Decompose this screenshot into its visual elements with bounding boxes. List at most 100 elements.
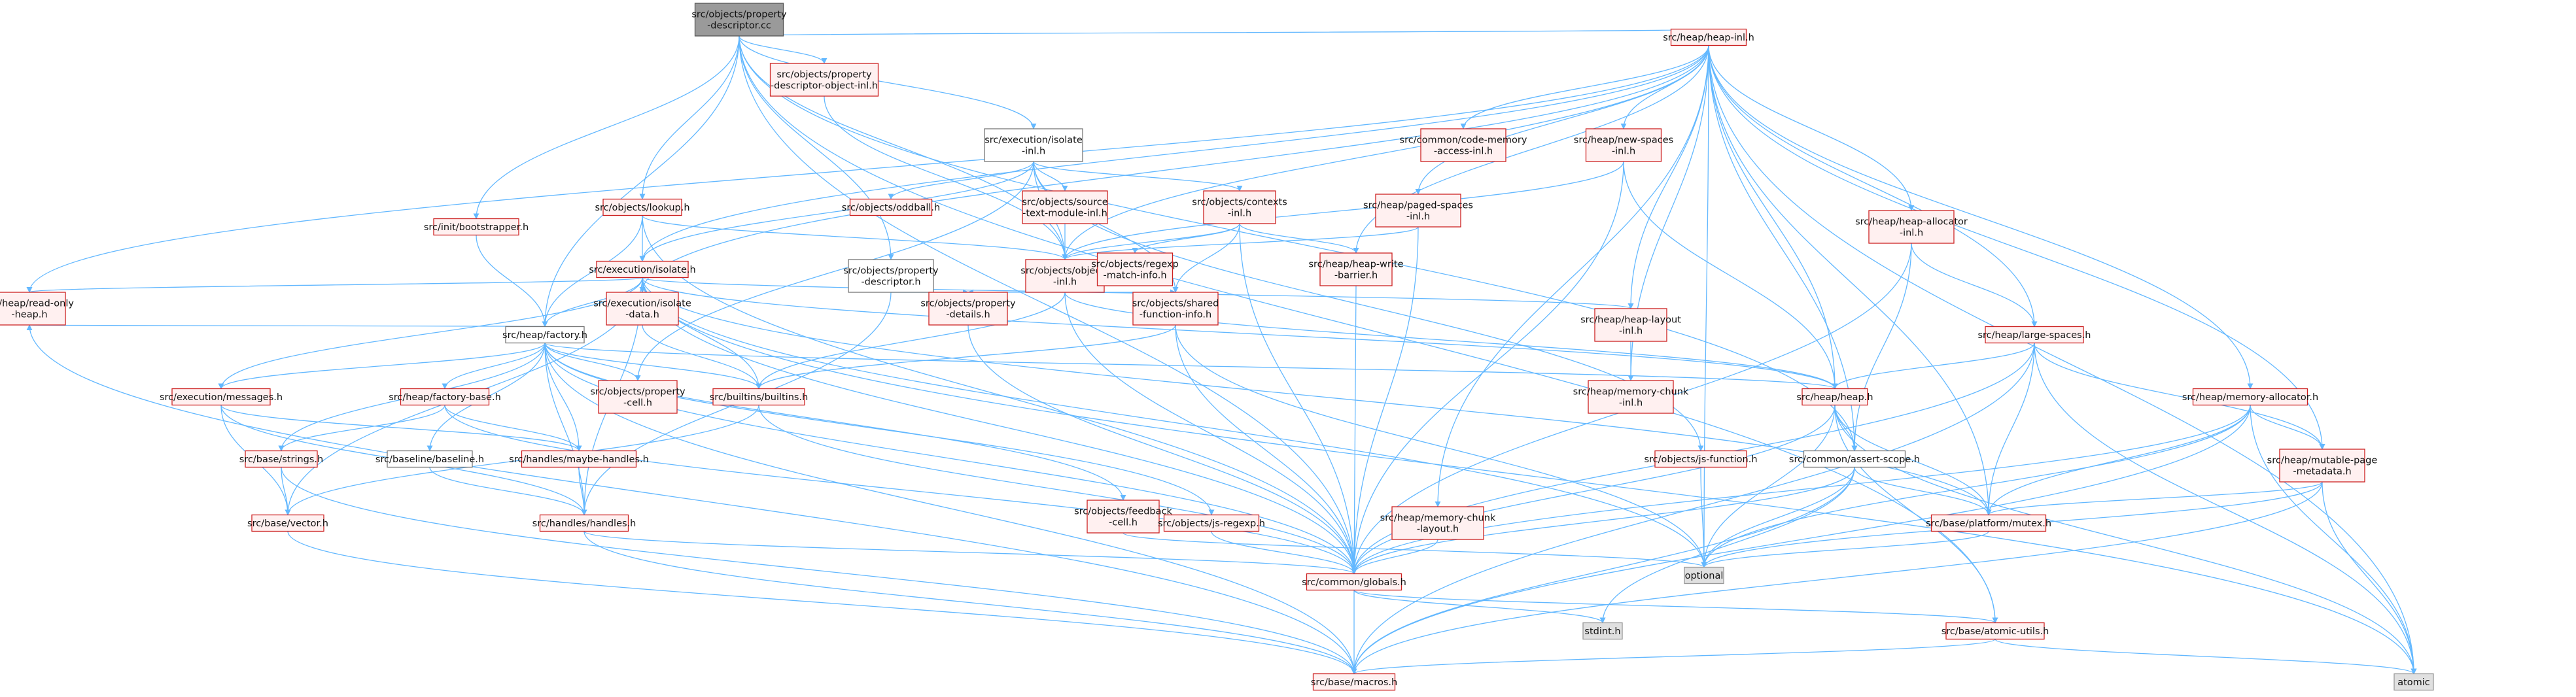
node-bootstrapper[interactable]: src/init/bootstrapper.h [424, 218, 529, 236]
edge-factorybase-to-strings [278, 405, 445, 452]
node-pdobjinl[interactable]: src/objects/property-descriptor-object-i… [769, 63, 879, 97]
edge-heapinl-to-halloc [1708, 45, 1915, 211]
node-label: src/heap/heap-inl.h [1663, 33, 1754, 43]
node-atomicutils[interactable]: src/base/atomic-utils.h [1941, 622, 2049, 640]
node-pdh[interactable]: src/objects/property-descriptor.h [843, 259, 939, 293]
edge-heapinl-to-newspaces [1620, 45, 1709, 129]
node-builtins[interactable]: src/builtins/builtins.h [710, 388, 809, 406]
node-rxmatch[interactable]: src/objects/regexp-match-info.h [1091, 252, 1179, 286]
node-messages[interactable]: src/execution/messages.h [160, 388, 283, 406]
edge-globals-to-stdint [1353, 589, 1606, 624]
node-factory[interactable]: src/heap/factory.h [502, 326, 587, 344]
node-pcell[interactable]: src/objects/property-cell.h [590, 380, 686, 414]
node-assertscope[interactable]: src/common/assert-scope.h [1789, 450, 1920, 468]
edge-halloc-to-largespaces [1911, 243, 2038, 328]
node-box [694, 3, 784, 37]
node-memalloc[interactable]: src/heap/memory-allocator.h [2182, 388, 2318, 406]
node-lookup[interactable]: src/objects/lookup.h [595, 198, 690, 216]
node-box [2279, 449, 2365, 483]
node-jsfunc[interactable]: src/objects/js-function.h [1644, 450, 1758, 468]
node-macros[interactable]: src/base/macros.h [1311, 673, 1397, 691]
node-mutablepage[interactable]: src/heap/mutable-page-metadata.h [2267, 449, 2378, 483]
node-pagedspaces[interactable]: src/heap/paged-spaces-inl.h [1363, 194, 1473, 228]
edge-globals-to-atomicutils [1353, 589, 1998, 624]
edge-isolateh-to-atomic [642, 277, 2417, 675]
node-jsregexp[interactable]: src/objects/js-regexp.h [1158, 514, 1265, 532]
node-atomic[interactable]: atomic [2393, 673, 2434, 691]
edge-readonly-to-macros [29, 324, 1357, 675]
node-label: -inl.h [1022, 146, 1045, 157]
node-optional[interactable]: optional [1684, 566, 1724, 585]
node-feedbackcell[interactable]: src/objects/feedback-cell.h [1074, 500, 1172, 534]
edge-largespaces-to-heaph [1832, 343, 2035, 390]
node-oddball[interactable]: src/objects/oddball.h [842, 198, 940, 216]
node-sfi[interactable]: src/objects/shared-function-info.h [1132, 292, 1219, 326]
node-heaph[interactable]: src/heap/heap.h [1796, 388, 1873, 406]
node-heapinl[interactable]: src/heap/heap-inl.h [1663, 28, 1754, 46]
node-isolateinl[interactable]: src/execution/isolate-inl.h [984, 128, 1083, 162]
node-platformmutex[interactable]: src/base/platform/mutex.h [1926, 514, 2051, 532]
node-mcinl[interactable]: src/heap/memory-chunk-inl.h [1573, 380, 1689, 414]
node-label: src/builtins/builtins.h [710, 392, 809, 403]
edge-heaph-to-atomic [1834, 405, 2417, 675]
node-label: src/heap/read-only [0, 299, 74, 309]
node-isolateh[interactable]: src/execution/isolate.h [589, 260, 696, 279]
node-ctxinl[interactable]: src/objects/contexts-inl.h [1192, 190, 1287, 224]
node-box [984, 128, 1083, 162]
node-vector[interactable]: src/base/vector.h [247, 514, 328, 532]
node-mclayout[interactable]: src/heap/memory-chunk-layout.h [1380, 506, 1496, 540]
edge-newspaces-to-heaph [1623, 161, 1838, 390]
node-label: src/objects/property [776, 70, 872, 80]
node-readonly[interactable]: src/heap/read-only-heap.h [0, 292, 74, 326]
node-globals[interactable]: src/common/globals.h [1302, 573, 1406, 591]
node-label: src/heap/memory-chunk [1573, 387, 1689, 398]
node-strings[interactable]: src/base/strings.h [239, 450, 323, 468]
node-label: -access-inl.h [1434, 146, 1493, 157]
node-halloc[interactable]: src/heap/heap-allocator-inl.h [1855, 210, 1968, 244]
node-hlayout[interactable]: src/heap/heap-layout-inl.h [1580, 308, 1681, 342]
node-box [521, 450, 637, 468]
node-isodata[interactable]: src/execution/isolate-data.h [593, 292, 691, 326]
node-label: src/heap/memory-allocator.h [2182, 392, 2318, 403]
node-box [769, 63, 879, 97]
node-box [1319, 252, 1393, 286]
node-hwb[interactable]: src/heap/heap-write-barrier.h [1308, 252, 1404, 286]
node-label: -function-info.h [1140, 310, 1211, 320]
edge-atomicutils-to-macros [1351, 638, 1996, 675]
node-stdint[interactable]: stdint.h [1582, 622, 1623, 640]
node-box [1868, 210, 1955, 244]
node-maybehandles[interactable]: src/handles/maybe-handles.h [509, 450, 649, 468]
node-handles[interactable]: src/handles/handles.h [532, 514, 636, 532]
edge-strings-to-vector [281, 467, 291, 516]
node-box [1025, 259, 1105, 293]
node-stmi[interactable]: src/objects/source-text-module-inl.h [1022, 190, 1108, 224]
node-label: src/objects/js-regexp.h [1158, 518, 1265, 529]
node-label: src/objects/feedback [1074, 507, 1172, 517]
node-root[interactable]: src/objects/property-descriptor.cc [691, 3, 787, 37]
node-label: src/objects/property [590, 387, 686, 398]
node-baseline[interactable]: src/baseline/baseline.h [375, 450, 484, 468]
node-codememinl[interactable]: src/common/code-memory-access-inl.h [1400, 128, 1527, 162]
edge-ctxinl-to-sfi [1172, 223, 1240, 293]
node-objinl[interactable]: src/objects/objects-inl.h [1020, 259, 1109, 293]
edge-sfi-to-optional [1175, 324, 1707, 568]
node-pdetails[interactable]: src/objects/property-details.h [920, 292, 1016, 326]
node-box [400, 388, 490, 406]
edge-pagedspaces-to-objinl [1062, 226, 1419, 260]
node-label: src/execution/isolate [984, 135, 1083, 146]
edge-handles-to-macros [583, 531, 1357, 675]
edge-atomicutils-to-atomic [1994, 638, 2417, 675]
node-factorybase[interactable]: src/heap/factory-base.h [389, 388, 501, 406]
edge-factory-to-feedbackcell [544, 343, 1126, 501]
edge-isolateh-to-heaph [642, 277, 1838, 390]
edge-factorybase-to-globals [444, 405, 1357, 575]
edge-isolateh-to-readonly [27, 277, 643, 293]
node-label: -inl.h [1228, 209, 1251, 219]
node-largespaces[interactable]: src/heap/large-spaces.h [1977, 326, 2091, 344]
node-label: -layout.h [1417, 524, 1459, 535]
node-box [848, 259, 934, 293]
node-newspaces[interactable]: src/heap/new-spaces-inl.h [1574, 128, 1673, 162]
node-label: -inl.h [1612, 146, 1635, 157]
edge-largespaces-to-mutablepage [2034, 343, 2325, 450]
node-box [1420, 128, 1506, 162]
